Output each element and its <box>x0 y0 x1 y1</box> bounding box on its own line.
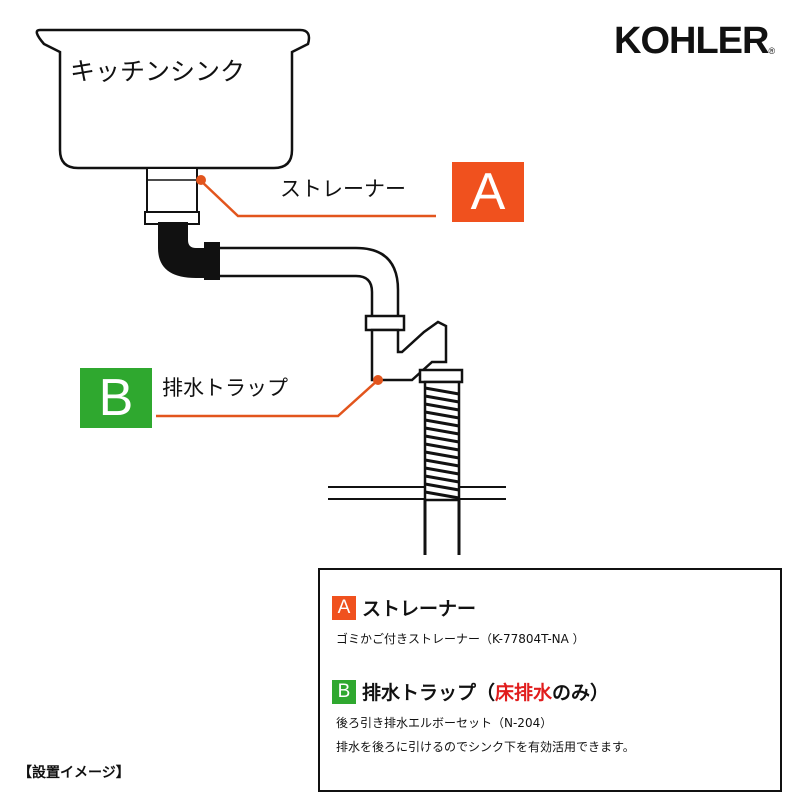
legend-box: A ストレーナー ゴミかご付きストレーナー（K-77804T-NA ） B 排水… <box>318 568 782 792</box>
strainer-label: ストレーナー <box>280 177 406 201</box>
legend-a-title: ストレーナー <box>362 598 477 620</box>
sink-basin <box>35 28 311 170</box>
sink-label: キッチンシンク <box>70 57 245 86</box>
installation-caption: 【設置イメージ】 <box>18 765 130 781</box>
horizontal-pipe <box>220 246 400 320</box>
trap-label: 排水トラップ <box>162 376 288 400</box>
legend-b-description-2: 排水を後ろに引けるのでシンク下を有効活用できます。 <box>336 740 635 754</box>
badge-a: A <box>452 162 524 222</box>
legend-b-title-highlight: 床排水 <box>495 682 553 704</box>
legend-b-title: 排水トラップ（ <box>362 682 496 704</box>
legend-a-description: ゴミかご付きストレーナー（K-77804T-NA ） <box>336 632 585 646</box>
legend-b-heading: B 排水トラップ（床排水のみ） <box>332 678 609 705</box>
kohler-logo: KOHLER® <box>614 20 775 62</box>
legend-b-badge: B <box>332 679 356 704</box>
pipe-nut <box>364 314 406 332</box>
legend-b-description-1: 後ろ引き排水エルボーセット（N-204） <box>336 716 553 730</box>
leader-lines <box>156 179 436 418</box>
legend-a-badge: A <box>332 595 356 620</box>
corrugated-hose <box>423 380 461 502</box>
badge-b: B <box>80 368 152 428</box>
legend-b-title-end: のみ） <box>552 682 610 704</box>
trap-body <box>370 320 448 382</box>
floor-drain-pipe <box>423 499 461 555</box>
legend-a-heading: A ストレーナー <box>332 594 476 621</box>
hose-coupler <box>418 368 464 384</box>
leader-dot-a <box>196 175 206 185</box>
leader-dot-b <box>373 375 383 385</box>
floor-lines <box>328 486 506 500</box>
black-elbow <box>158 222 206 278</box>
